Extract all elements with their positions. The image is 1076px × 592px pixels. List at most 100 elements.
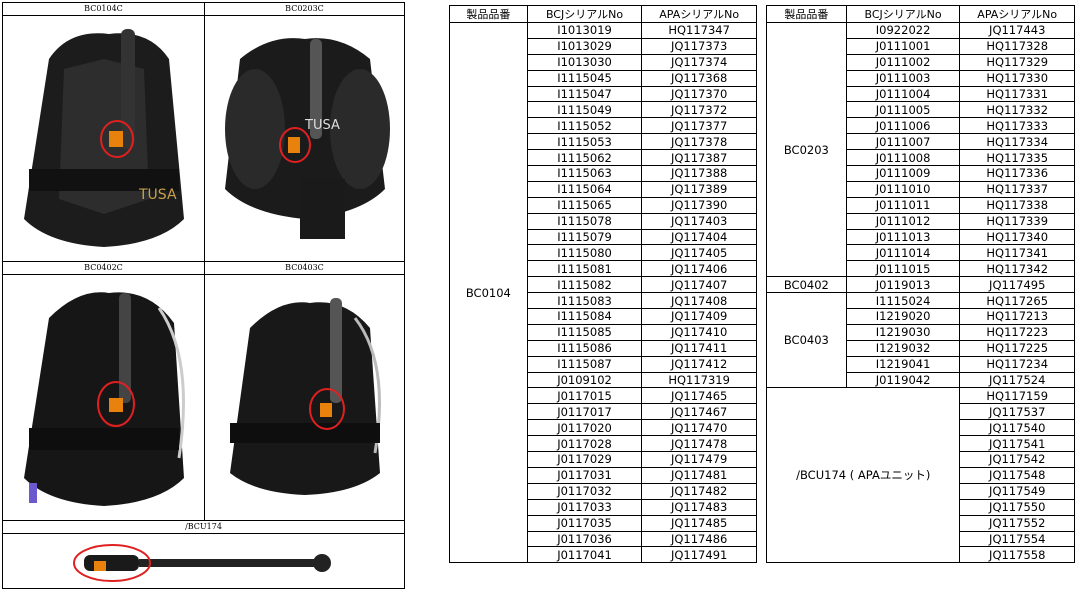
bcj-serial-cell: J0117041 — [526, 546, 643, 564]
apa-serial-cell: HQ117347 — [641, 22, 757, 39]
table-header-row: 製品品番 BCJシリアルNo APAシリアルNo — [449, 5, 757, 23]
bcj-serial-cell: J0111004 — [845, 85, 961, 103]
apa-serial-cell: JQ117404 — [641, 228, 757, 246]
bcj-serial-cell: J0119013 — [845, 276, 961, 294]
apa-serial-cell: HQ117338 — [959, 196, 1075, 214]
bcj-serial-cell: I1115084 — [526, 308, 643, 325]
apa-serial-cell: HQ117331 — [959, 85, 1075, 103]
bcj-serial-cell: J0117033 — [526, 498, 643, 516]
header-apa-serial: APAシリアルNo — [641, 5, 757, 23]
apa-serial-cell: HQ117225 — [959, 339, 1075, 357]
header-bcj-serial: BCJシリアルNo — [845, 5, 961, 23]
apa-serial-cell: JQ117537 — [959, 403, 1075, 421]
apa-serial-cell: HQ117319 — [641, 371, 757, 389]
bcj-serial-cell: J0111015 — [845, 260, 961, 278]
photo-label: /BCU174 — [3, 521, 404, 534]
apa-serial-cell: JQ117479 — [641, 451, 757, 468]
model-cell: BC0203 — [766, 21, 847, 278]
apa-serial-cell: JQ117524 — [959, 371, 1075, 389]
apa-serial-cell: HQ117334 — [959, 133, 1075, 151]
apa-serial-cell: JQ117540 — [959, 419, 1075, 437]
apa-serial-cell: JQ117485 — [641, 514, 757, 532]
apa-serial-cell: JQ117554 — [959, 530, 1075, 548]
bcj-serial-cell: J0111013 — [845, 228, 961, 246]
apa-serial-cell: JQ117406 — [641, 260, 757, 278]
bcj-serial-cell: I1115078 — [526, 212, 643, 230]
apa-serial-cell: JQ117389 — [641, 180, 757, 198]
bcj-serial-cell: J0111014 — [845, 244, 961, 262]
bcj-serial-cell: J0111003 — [845, 69, 961, 87]
apa-serial-cell: JQ117558 — [959, 546, 1075, 564]
apa-serial-cell: JQ117549 — [959, 482, 1075, 500]
apa-serial-cell: HQ117329 — [959, 53, 1075, 71]
table-row: JQ117541 — [767, 435, 1075, 453]
apa-serial-cell: JQ117491 — [641, 546, 757, 564]
bcj-serial-cell: I1115052 — [526, 117, 643, 135]
apa-serial-cell: HQ117335 — [959, 149, 1075, 167]
table-row: JQ117552 — [767, 514, 1075, 532]
apa-serial-cell: JQ117412 — [641, 355, 757, 373]
bcj-serial-cell: J0111002 — [845, 53, 961, 71]
table-row: JQ117558 — [767, 546, 1075, 564]
photo-label: BC0403C — [205, 262, 404, 275]
apa-serial-cell: JQ117541 — [959, 435, 1075, 453]
bcj-serial-cell: J0111007 — [845, 133, 961, 151]
table-row: JQ117537 — [767, 403, 1075, 421]
apa-serial-cell: JQ117408 — [641, 292, 757, 310]
apa-serial-cell: HQ117328 — [959, 37, 1075, 55]
bcj-serial-cell: I1115085 — [526, 323, 643, 341]
bcd-photo: TUSA — [3, 16, 204, 261]
apa-serial-cell: HQ117265 — [959, 292, 1075, 310]
header-apa-serial: APAシリアルNo — [959, 5, 1075, 23]
bcj-serial-cell: I1219032 — [845, 339, 961, 357]
apa-serial-cell: JQ117370 — [641, 85, 757, 103]
apa-serial-cell: HQ117333 — [959, 117, 1075, 135]
bcj-serial-cell: I1115079 — [526, 228, 643, 246]
apa-serial-cell: JQ117409 — [641, 308, 757, 325]
bcj-serial-cell: I1219020 — [845, 308, 961, 325]
bcj-serial-cell: J0117036 — [526, 530, 643, 548]
apa-serial-cell: HQ117223 — [959, 323, 1075, 341]
apa-serial-cell: JQ117550 — [959, 498, 1075, 516]
table-row: JQ117549 — [767, 482, 1075, 500]
model-cell: BC0403 — [766, 292, 847, 389]
apa-serial-cell: JQ117378 — [641, 133, 757, 151]
apa-serial-cell: JQ117481 — [641, 466, 757, 484]
svg-text:TUSA: TUSA — [138, 187, 177, 203]
apa-serial-cell: JQ117478 — [641, 435, 757, 453]
photo-cell-bc0104c: BC0104C TUSA — [3, 3, 205, 262]
apa-unit-photo — [3, 534, 404, 588]
apa-serial-cell: JQ117377 — [641, 117, 757, 135]
bcj-serial-cell: I1115064 — [526, 180, 643, 198]
apa-serial-cell: JQ117410 — [641, 323, 757, 341]
apa-serial-cell: HQ117234 — [959, 355, 1075, 373]
table-row: /BCU174 ( APAユニット)HQ117159 — [765, 387, 1075, 564]
apa-serial-cell: JQ117495 — [959, 276, 1075, 294]
bcj-serial-cell: J0117035 — [526, 514, 643, 532]
apa-serial-cell: JQ117368 — [641, 69, 757, 87]
bcj-serial-cell: J0117015 — [526, 387, 643, 405]
svg-text:TUSA: TUSA — [304, 118, 340, 133]
table-row: JQ117540 — [767, 419, 1075, 437]
bcj-serial-cell: I1115024 — [845, 292, 961, 310]
bcj-serial-cell: J0109102 — [526, 371, 643, 389]
bcj-serial-cell: J0111012 — [845, 212, 961, 230]
